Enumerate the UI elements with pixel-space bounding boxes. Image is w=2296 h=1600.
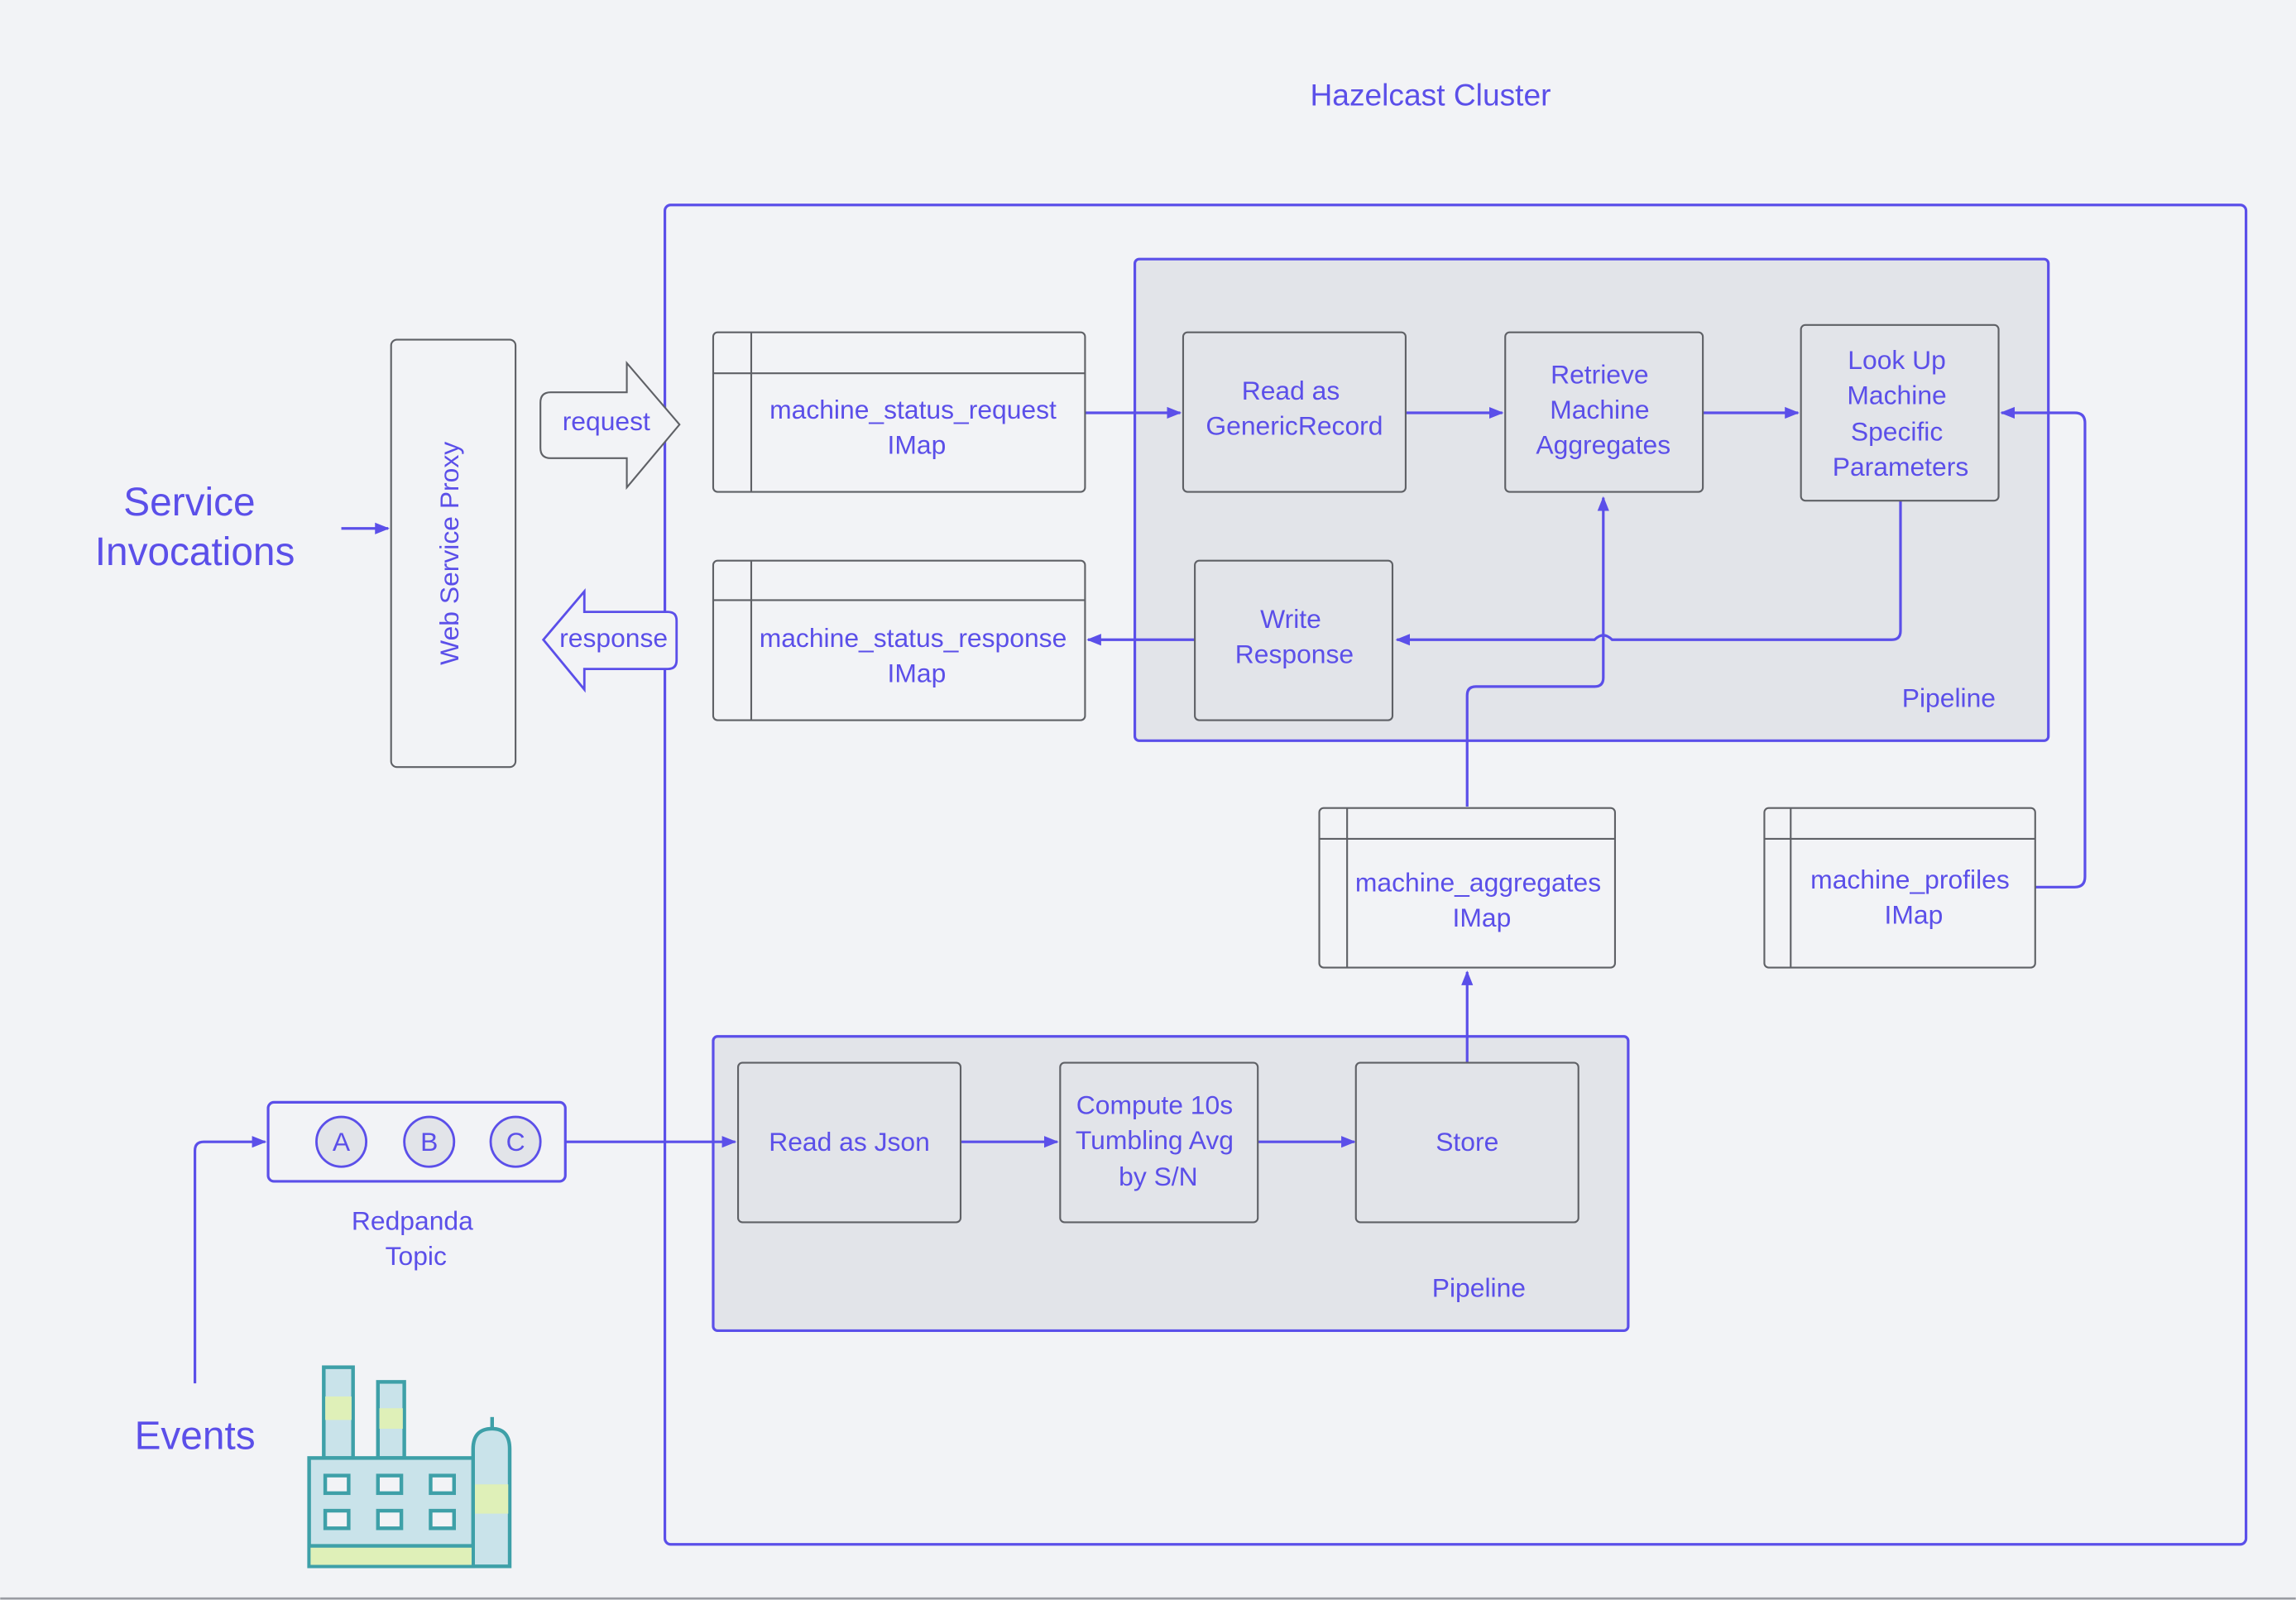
redpanda-topic-label: Redpanda Topic <box>352 1205 481 1270</box>
connectors <box>194 406 2087 1384</box>
machine-status-request-imap: machine_status_request IMap <box>712 331 1086 493</box>
stage-retrieve-machine-aggregates: Retrieve Machine Aggregates <box>1504 331 1704 493</box>
response-label: response <box>559 623 668 653</box>
svg-text:Retrieve Machine A: Retrieve Machine Aggregates <box>1536 360 1670 460</box>
svg-text:machine_status_request I: machine_status_request IMap <box>769 395 1064 459</box>
request-label: request <box>563 406 650 436</box>
service-invocations-label: Service Invocations <box>95 481 295 574</box>
topic-partition-a: A <box>315 1115 368 1168</box>
machine-profiles-imap: machine_profiles IMap <box>1763 807 2036 969</box>
stage-read-as-genericrecord: Read as GenericRecord <box>1182 331 1407 493</box>
svg-text:Read as GenericRecord: Read as GenericRecord <box>1206 376 1383 440</box>
svg-text:Store: Store <box>1436 1127 1498 1157</box>
svg-text:B: B <box>420 1127 438 1157</box>
connector-lookup-to-write <box>1395 501 1902 646</box>
events-label: Events <box>135 1415 256 1459</box>
svg-text:A: A <box>333 1127 351 1157</box>
factory-icon <box>307 1365 512 1569</box>
topic-partition-b: B <box>403 1115 456 1168</box>
connector-events-to-topic <box>194 1136 267 1384</box>
hazelcast-cluster-frame <box>663 204 2248 1546</box>
connector-aggregates-to-retrieve <box>1465 496 1609 807</box>
stage-read-as-json: Read as Json <box>736 1061 962 1224</box>
web-service-proxy: Web Service Proxy <box>390 338 517 769</box>
svg-text:Compute 10s Tumbling Avg: Compute 10s Tumbling Avg by S/N <box>1076 1090 1241 1192</box>
stage-look-up-machine-parameters: Look Up Machine Specific Parameters <box>1800 323 2000 502</box>
response-arrow: response <box>541 587 678 693</box>
connector-profiles-to-lookup <box>2000 406 2087 889</box>
stage-store: Store <box>1354 1061 1579 1224</box>
stage-compute-tumbling-avg: Compute 10s Tumbling Avg by S/N <box>1059 1061 1259 1224</box>
top-pipeline-label: Pipeline <box>1902 683 1996 713</box>
request-arrow: request <box>539 360 681 491</box>
web-service-proxy-label: Web Service Proxy <box>434 442 464 665</box>
svg-text:machine_status_response: machine_status_response IMap <box>760 623 1074 687</box>
machine-status-response-imap: machine_status_response IMap <box>712 559 1086 721</box>
stage-write-response: Write Response <box>1194 559 1394 721</box>
svg-text:C: C <box>506 1127 525 1157</box>
svg-text:Write Response: Write Response <box>1235 604 1354 668</box>
svg-text:machine_aggregates IMap: machine_aggregates IMap <box>1355 868 1608 932</box>
machine-aggregates-imap: machine_aggregates IMap <box>1318 807 1617 969</box>
svg-text:machine_profiles IMap: machine_profiles IMap <box>1810 865 2016 929</box>
bottom-pipeline-label: Pipeline <box>1432 1273 1526 1303</box>
svg-text:Read as Json: Read as Json <box>769 1127 930 1157</box>
cluster-title: Hazelcast Cluster <box>1310 77 1551 112</box>
topic-partition-c: C <box>489 1115 542 1168</box>
svg-text:Look Up Machine Sp: Look Up Machine Specific Parameters <box>1833 345 1969 481</box>
redpanda-topic: A B C Redpanda Topic <box>266 1100 567 1271</box>
